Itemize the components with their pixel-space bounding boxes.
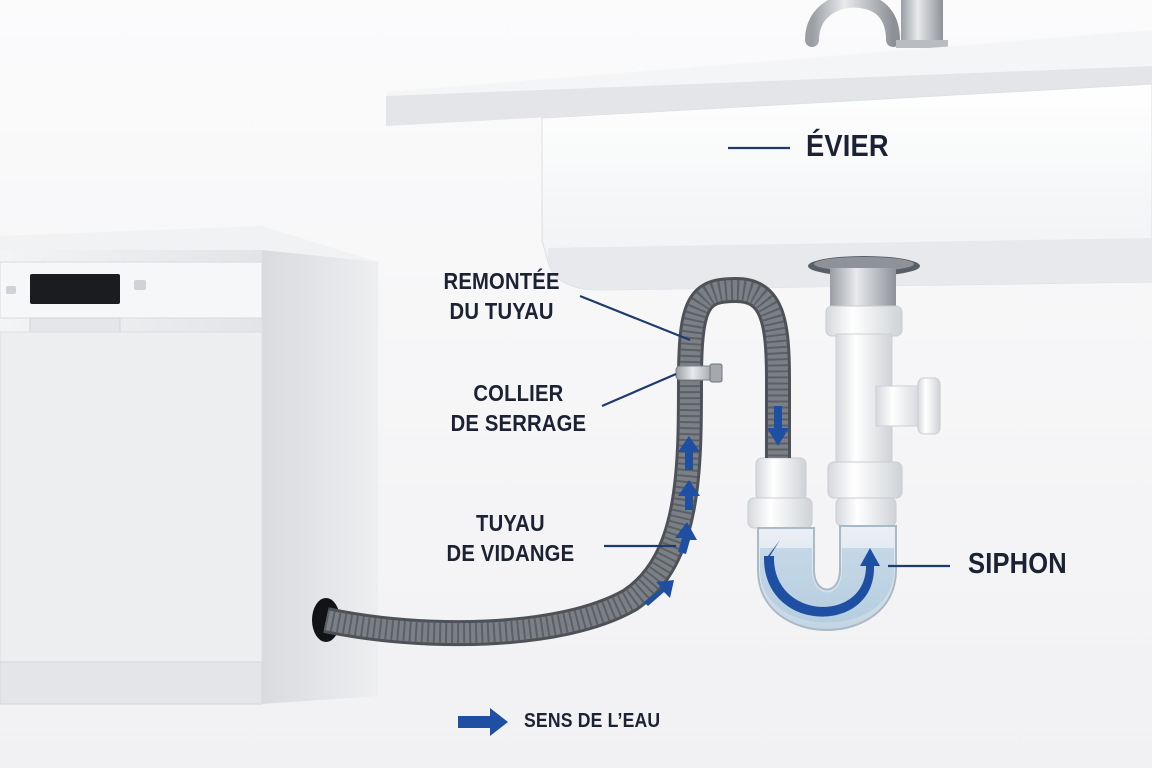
flow-arrow-3: [678, 480, 700, 510]
display-panel: [30, 274, 120, 304]
label-hose-rise-line1: REMONTÉE: [443, 268, 560, 294]
flow-arrow-5: [767, 406, 789, 446]
sink: [386, 30, 1152, 291]
arrow-right-icon: [458, 708, 508, 736]
label-drain-hose-line2: DE VIDANGE: [446, 540, 575, 566]
drain-pipe: [825, 268, 941, 499]
label-trap: SIPHON: [968, 548, 1067, 580]
label-drain-hose-line1: TUYAU: [476, 510, 545, 536]
flow-arrow-trap: [763, 540, 880, 617]
label-hose-rise: REMONTÉE DU TUYAU: [440, 266, 563, 326]
leader-lines: [579, 146, 950, 568]
dishwasher: [0, 226, 378, 705]
flow-arrow-2: [675, 522, 697, 554]
leader-clamp: [601, 372, 677, 408]
faucet: [805, 0, 948, 48]
label-clamp-line1: COLLIER: [473, 380, 564, 406]
flow-arrow-1: [644, 580, 674, 606]
label-clamp: COLLIER DE SERRAGE: [448, 378, 589, 438]
legend-text: SENS DE L’EAU: [524, 710, 661, 732]
hose-clamp: [675, 363, 723, 383]
flow-arrow-4: [678, 436, 700, 470]
label-clamp-line2: DE SERRAGE: [450, 410, 587, 436]
label-drain-hose: TUYAU DE VIDANGE: [440, 508, 581, 568]
label-sink: ÉVIER: [806, 128, 889, 163]
flow-arrows: [644, 406, 880, 617]
leader-hose-rise: [579, 294, 691, 342]
label-hose-rise-line2: DU TUYAU: [449, 298, 554, 324]
